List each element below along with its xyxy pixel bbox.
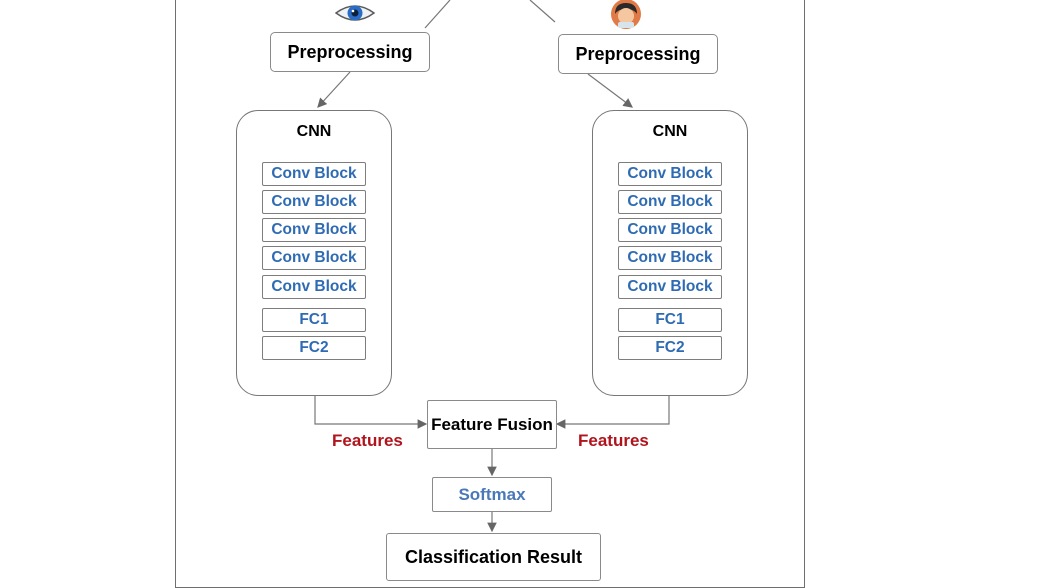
preprocessing-left: Preprocessing bbox=[270, 32, 430, 72]
features-label-right: Features bbox=[578, 431, 649, 450]
feature-fusion-box: Feature Fusion bbox=[427, 400, 557, 449]
softmax-box: Softmax bbox=[432, 477, 552, 512]
left-fc2-block: FC2 bbox=[262, 336, 366, 360]
connector-lines bbox=[314, 0, 670, 533]
eye-icon bbox=[334, 5, 376, 21]
right-fc1-block: FC1 bbox=[618, 308, 722, 332]
features-label-left: Features bbox=[332, 431, 403, 450]
right-conv-block-3: Conv Block bbox=[618, 218, 722, 242]
face-icon bbox=[611, 0, 641, 29]
right-conv-block-4: Conv Block bbox=[618, 246, 722, 270]
cnn-right-title: CNN bbox=[652, 123, 688, 140]
left-conv-block-1: Conv Block bbox=[262, 162, 366, 186]
preprocessing-right: Preprocessing bbox=[558, 34, 718, 74]
right-conv-block-1: Conv Block bbox=[618, 162, 722, 186]
cnn-left-title: CNN bbox=[296, 123, 332, 140]
left-conv-block-2: Conv Block bbox=[262, 190, 366, 214]
right-conv-block-5: Conv Block bbox=[618, 275, 722, 299]
left-conv-block-5: Conv Block bbox=[262, 275, 366, 299]
left-conv-block-3: Conv Block bbox=[262, 218, 366, 242]
left-fc1-block: FC1 bbox=[262, 308, 366, 332]
right-fc2-block: FC2 bbox=[618, 336, 722, 360]
right-conv-block-2: Conv Block bbox=[618, 190, 722, 214]
left-conv-block-4: Conv Block bbox=[262, 246, 366, 270]
classification-result-box: Classification Result bbox=[386, 533, 601, 581]
